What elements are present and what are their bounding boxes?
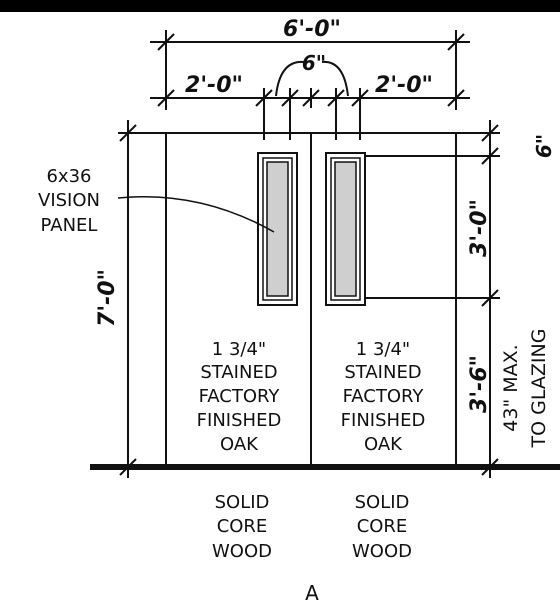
left-door-line3: FACTORY xyxy=(199,386,281,407)
left-door-thickness: 1 3/4" xyxy=(212,339,266,360)
right-core-line1: SOLID xyxy=(355,492,410,513)
right-door-thickness: 1 3/4" xyxy=(356,339,410,360)
right-leaf-width-label: 2'-0" xyxy=(375,73,433,98)
max-to-glazing-line1: 43" MAX. xyxy=(500,344,522,431)
height-dimension-line xyxy=(118,120,166,478)
max-to-glazing-line2: TO GLAZING xyxy=(528,329,550,449)
right-door-line5: OAK xyxy=(364,434,403,455)
left-leaf-width-label: 2'-0" xyxy=(185,73,243,98)
top-dimension-lines xyxy=(150,30,470,140)
left-core-line2: CORE xyxy=(217,516,268,537)
overall-width-label: 6'-0" xyxy=(283,17,341,42)
left-vision-panel xyxy=(257,152,298,306)
panel-height-label: 3'-0" xyxy=(467,199,492,257)
center-gap-label: 6" xyxy=(302,51,326,75)
height-label: 7'-0" xyxy=(95,269,120,327)
top-offset-label: 6" xyxy=(532,134,556,158)
vision-panel-label-line2: VISION xyxy=(38,190,100,211)
left-core-line3: WOOD xyxy=(212,541,272,562)
right-core-line2: CORE xyxy=(357,516,408,537)
left-door-line2: STAINED xyxy=(200,362,277,383)
vision-panel-label-line3: PANEL xyxy=(41,215,98,236)
right-door-line3: FACTORY xyxy=(343,386,425,407)
right-dimension-lines xyxy=(365,120,500,478)
vision-panel-leader xyxy=(117,195,275,233)
left-core-line1: SOLID xyxy=(215,492,270,513)
left-door-line5: OAK xyxy=(220,434,259,455)
bottom-height-label: 3'-6" xyxy=(467,355,492,413)
right-vision-panel xyxy=(325,152,366,306)
right-core-line3: WOOD xyxy=(352,541,412,562)
right-door-line2: STAINED xyxy=(344,362,421,383)
elevation-label: A xyxy=(305,581,319,605)
top-border-band xyxy=(0,0,560,12)
right-door-line4: FINISHED xyxy=(341,410,426,431)
vision-panel-label-line1: 6x36 xyxy=(46,166,91,187)
left-door-line4: FINISHED xyxy=(197,410,282,431)
